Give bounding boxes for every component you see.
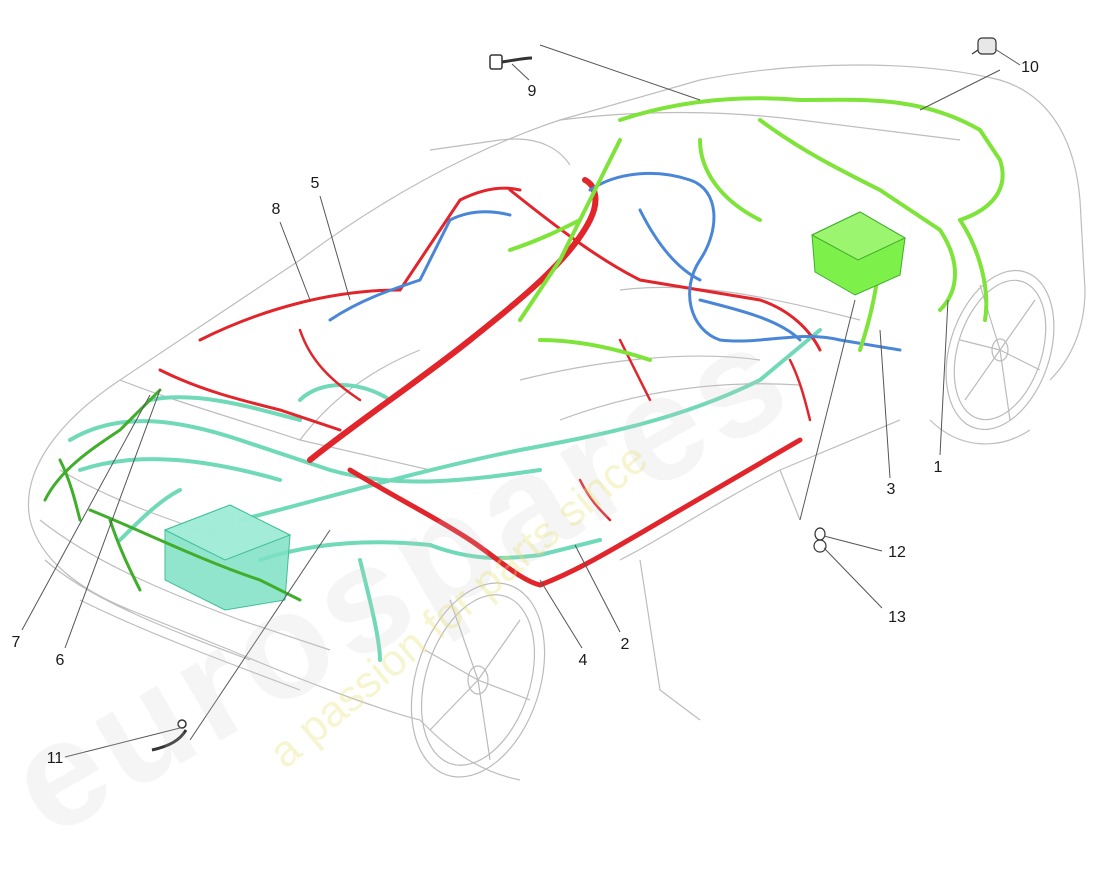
harness-red [158, 177, 822, 588]
callout-10: 10 [1021, 59, 1039, 76]
callout-9: 9 [527, 83, 537, 100]
callout-5: 5 [310, 175, 320, 192]
callout-1: 1 [933, 459, 943, 476]
rear-wheel [945, 269, 1055, 431]
part-11-clip [151, 719, 188, 752]
harness-blue [328, 172, 902, 352]
callout-8: 8 [271, 201, 281, 218]
leader-lines [21, 44, 1021, 758]
part-12-13-rings [813, 527, 827, 553]
callout-6: 6 [55, 652, 65, 669]
callout-12: 12 [888, 544, 906, 561]
front-wheel [410, 582, 546, 778]
callout-4: 4 [578, 652, 588, 669]
car-body-outline [28, 64, 1086, 781]
wiring-diagram [21, 37, 1086, 781]
battery [163, 504, 292, 611]
callout-11: 11 [46, 750, 64, 767]
harness-green [508, 96, 1005, 362]
callout-3: 3 [886, 481, 896, 498]
callout-2: 2 [620, 636, 630, 653]
callout-13: 13 [888, 609, 906, 626]
callout-7: 7 [11, 634, 21, 651]
part-10-bushing [971, 37, 997, 55]
harness-front-green [43, 388, 302, 602]
part-9-connector [489, 54, 533, 70]
ecu-module [810, 211, 907, 296]
